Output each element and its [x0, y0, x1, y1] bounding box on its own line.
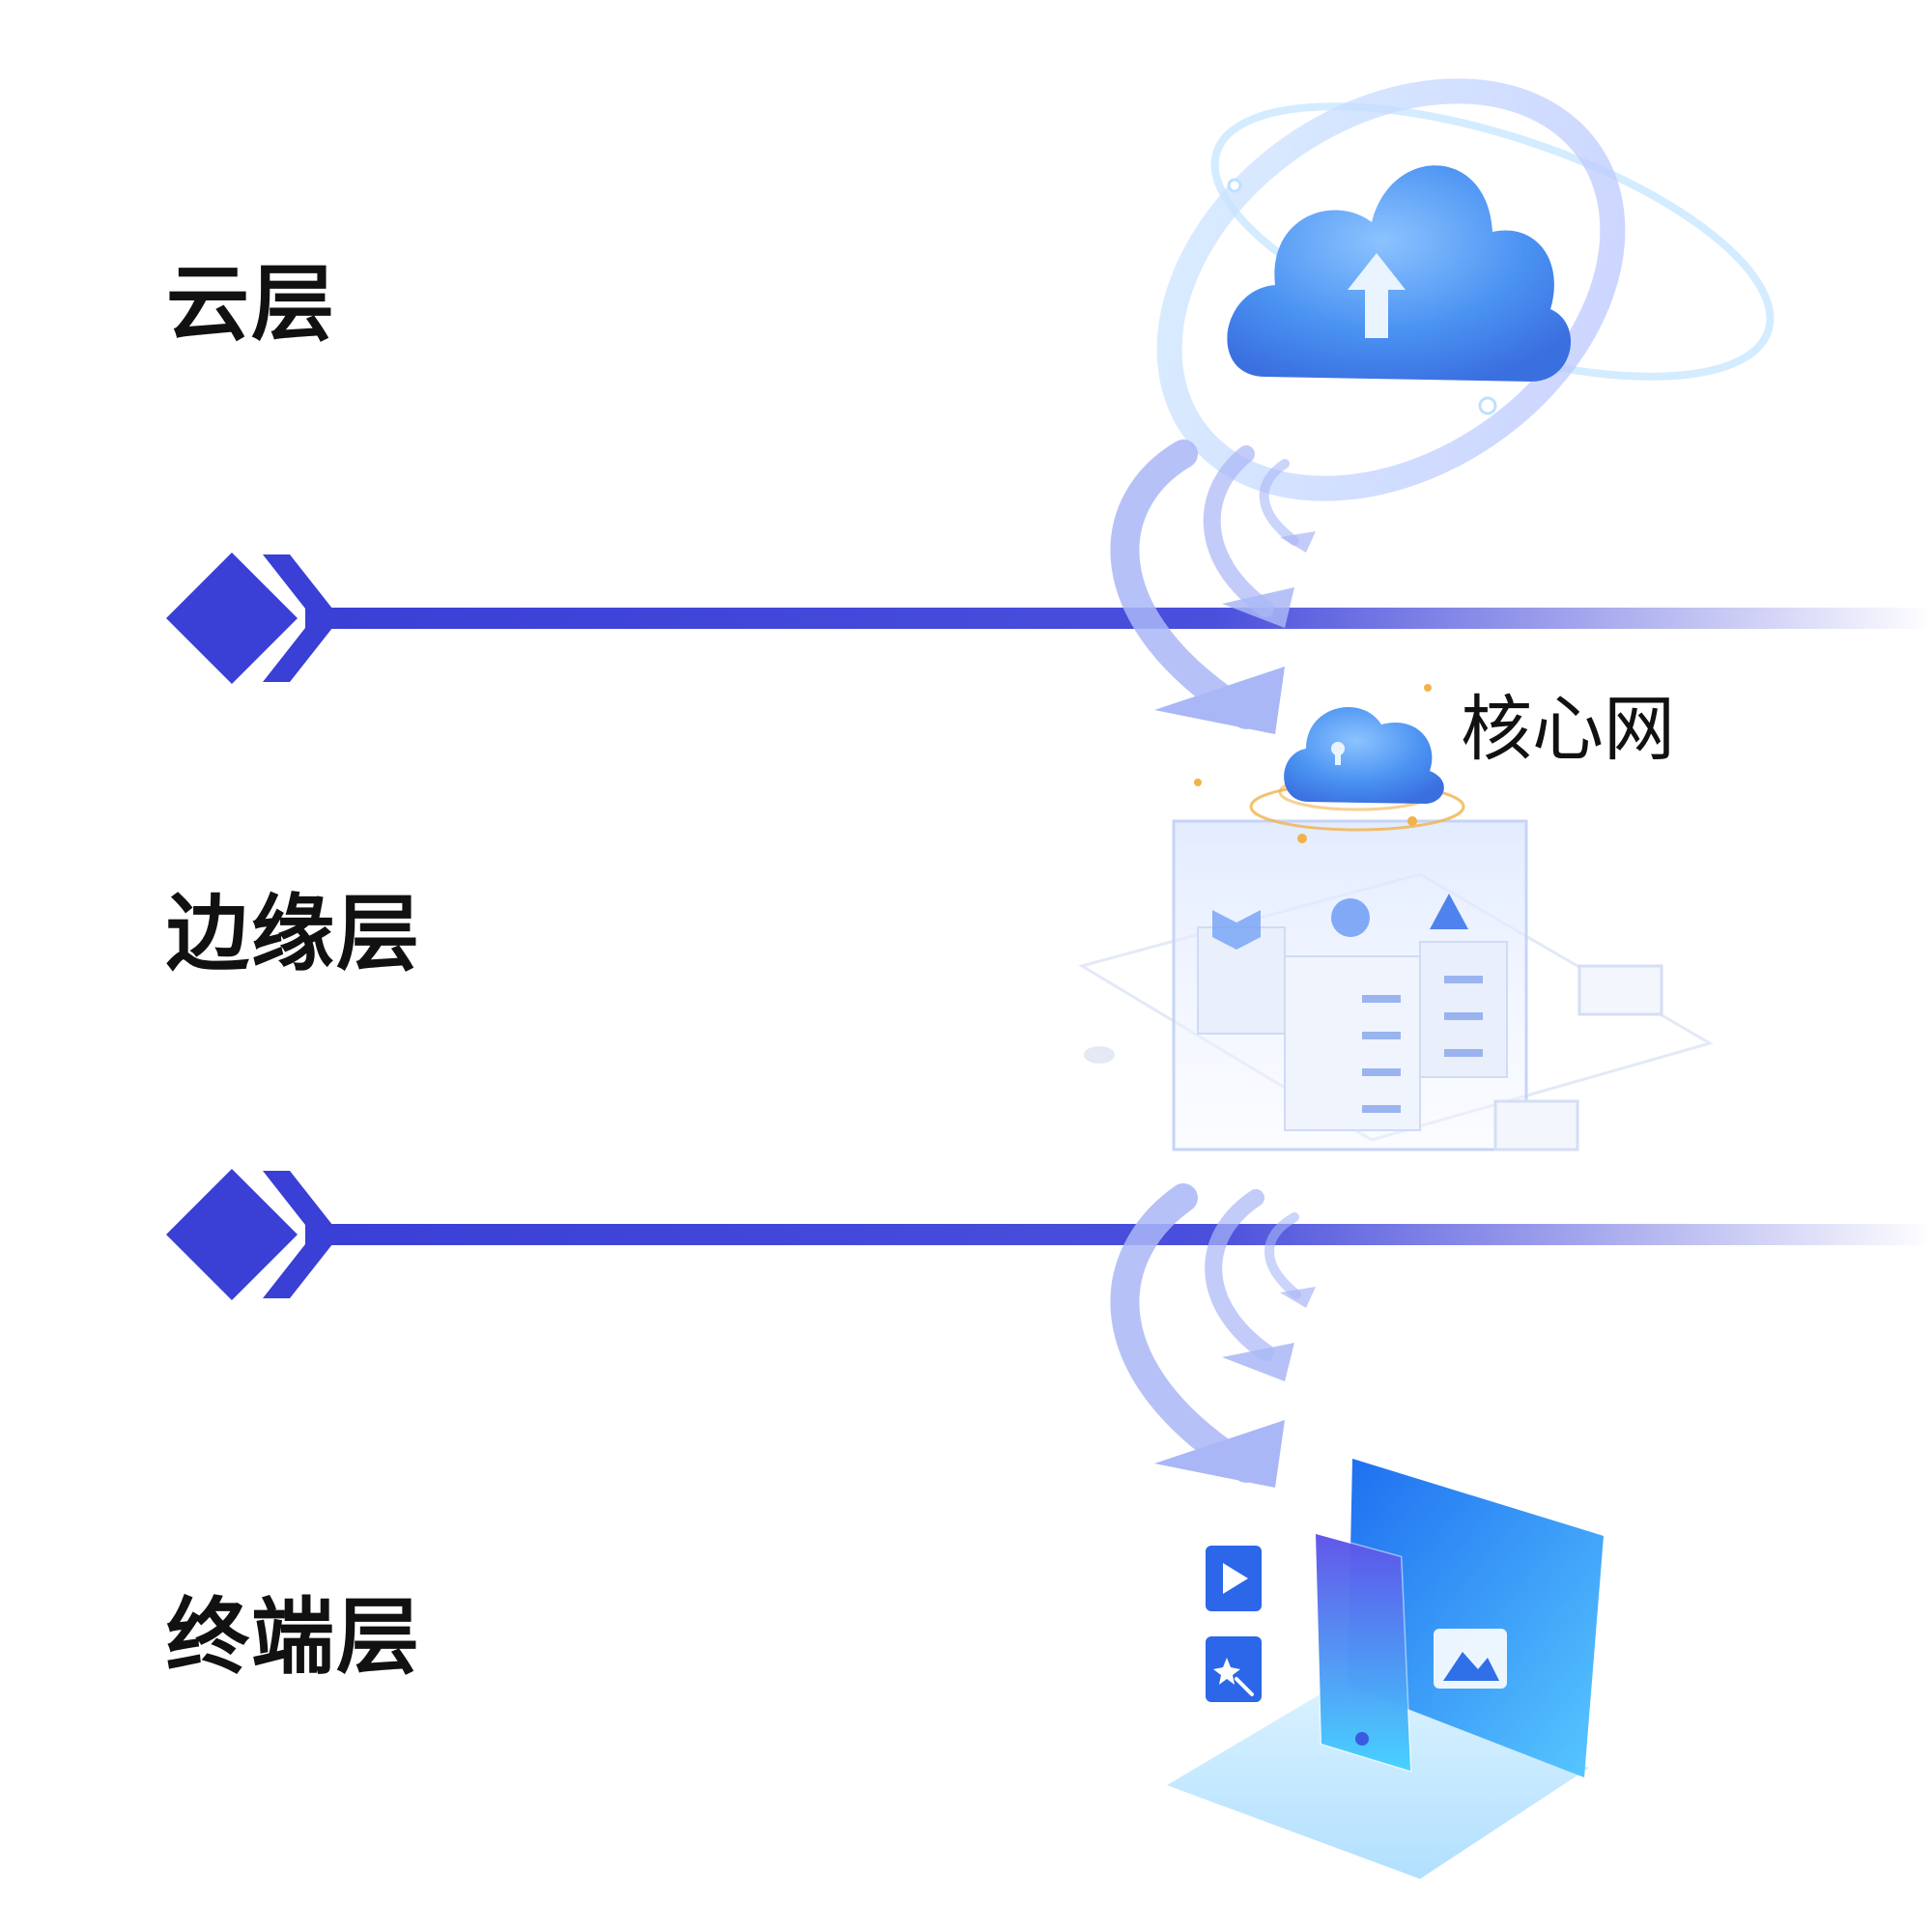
server-cluster-icon: [1078, 819, 1714, 1151]
divider-bottom: [166, 1169, 1932, 1300]
arrowhead: [1280, 1287, 1316, 1308]
edge-layer-label: 边缘层: [166, 886, 421, 982]
image-icon: [1434, 1629, 1507, 1689]
arrowhead: [1222, 587, 1294, 628]
arrowhead: [1222, 1343, 1294, 1381]
arrow-flow-top: [1110, 440, 1299, 729]
diamond-icon: [166, 1169, 298, 1300]
core-network-label: 核心网: [1461, 688, 1675, 771]
phone-icon: [1314, 1532, 1412, 1774]
play-icon: [1206, 1546, 1262, 1611]
arrowhead: [1154, 667, 1285, 734]
terminal-layer-label: 终端层: [166, 1589, 421, 1686]
cloud-lock-icon: [1194, 684, 1465, 843]
diamond-icon: [166, 553, 298, 684]
divider-top: [166, 553, 1932, 684]
cloud-upload-icon: [1156, 78, 1775, 501]
chevron-right-icon: [263, 1171, 340, 1298]
arrowhead: [1154, 1420, 1285, 1488]
arrow-flow-bottom: [1110, 1183, 1301, 1483]
arrowhead: [1280, 531, 1316, 553]
cloud-layer-label: 云层: [166, 256, 336, 353]
chevron-right-icon: [263, 554, 340, 682]
laptop-icon: [1167, 1459, 1604, 1879]
magic-wand-icon: [1206, 1636, 1262, 1702]
